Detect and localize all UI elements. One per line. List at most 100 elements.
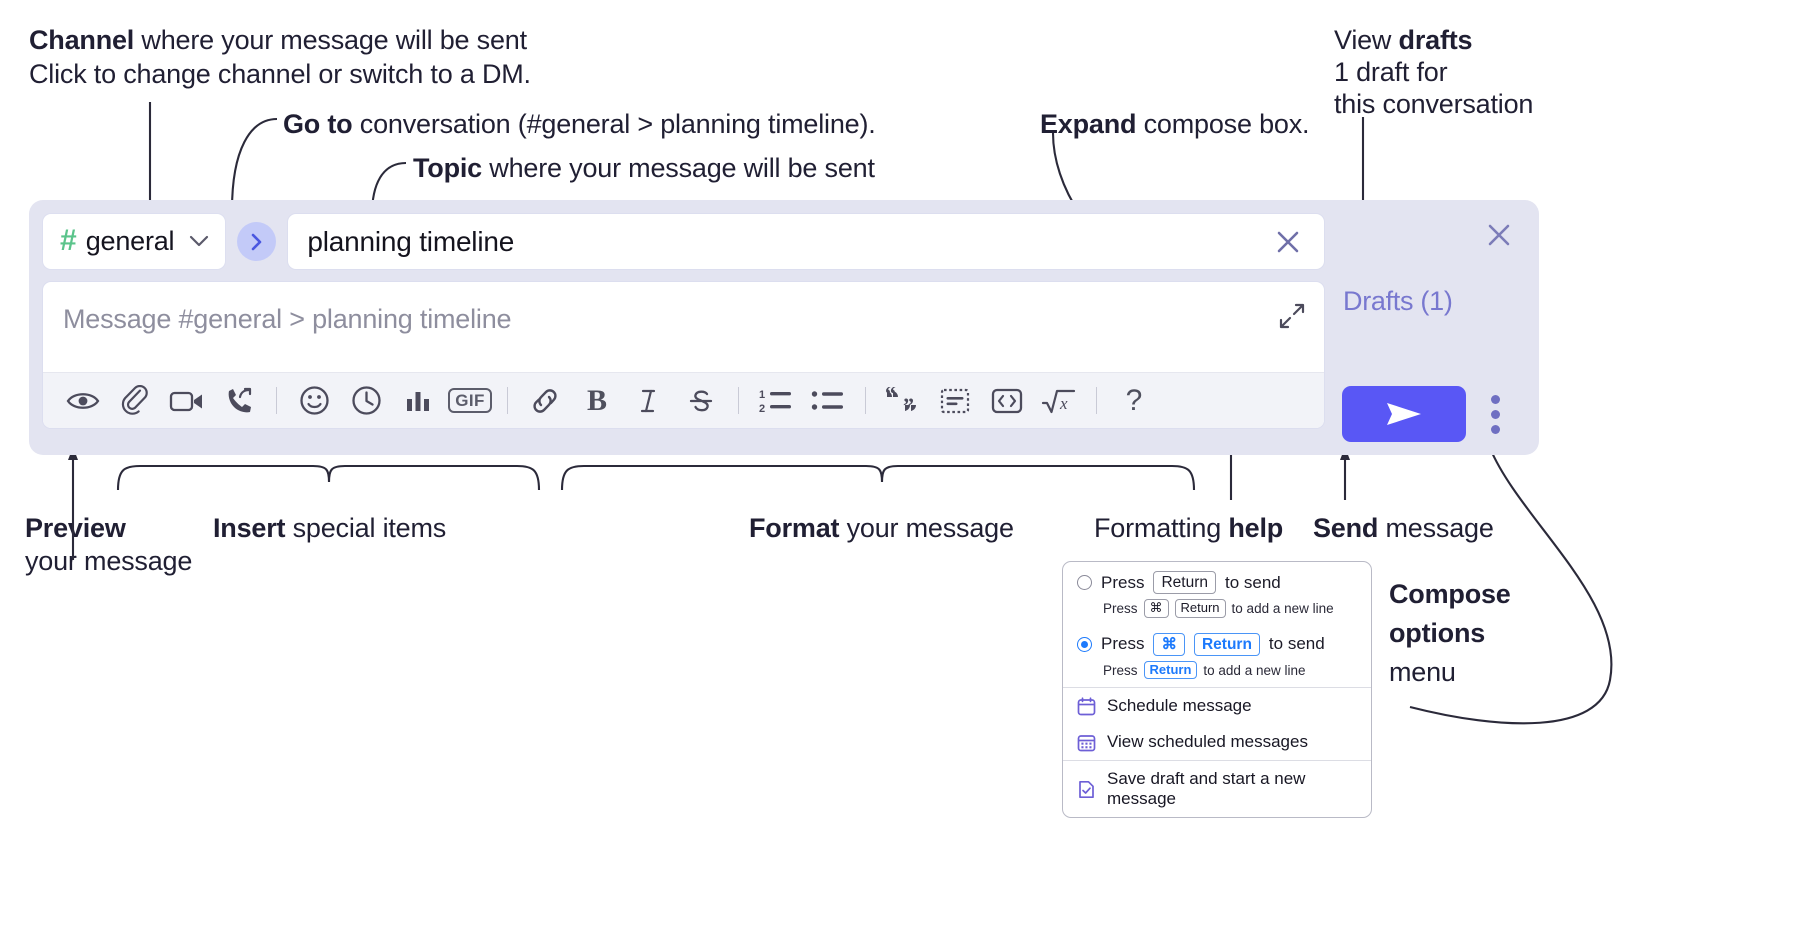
annotation-channel-rest: where your message will be sent [134, 25, 527, 55]
annotation-insert-bold: Insert [213, 513, 286, 543]
chevron-right-icon [251, 233, 262, 250]
send-message-button[interactable] [1342, 386, 1466, 442]
annotation-help-bold: help [1228, 513, 1284, 543]
annotation-drafts: View drafts [1334, 22, 1473, 58]
annotation-drafts-sub1: 1 draft for [1334, 57, 1448, 87]
annotation-topic: Topic where your message will be sent [413, 150, 875, 186]
send-option-return-sub: Press ⌘ Return to add a new line [1103, 599, 1357, 618]
calendar-clock-icon [1077, 697, 1096, 716]
gif-label: GIF [448, 388, 492, 413]
key-command: ⌘ [1143, 599, 1169, 618]
message-input-box[interactable]: Message #general > planning timeline [42, 281, 1325, 429]
svg-text:1: 1 [759, 389, 765, 401]
annotation-goto-bold: Go to [283, 109, 353, 139]
option-sub-tail-label: to add a new line [1231, 601, 1334, 616]
compose-options-button[interactable] [1480, 392, 1510, 436]
send-option-return[interactable]: Press Return to send Press ⌘ Return to a… [1063, 562, 1371, 626]
close-icon [1488, 224, 1510, 246]
bar-chart-icon[interactable] [392, 377, 444, 425]
annotation-drafts-pre: View [1334, 25, 1399, 55]
toolbar-divider [276, 387, 277, 414]
svg-text:“: “ [885, 387, 896, 406]
phone-forward-icon[interactable] [213, 377, 265, 425]
drafts-link[interactable]: Drafts (1) [1343, 286, 1453, 316]
bold-icon[interactable]: B [571, 377, 623, 425]
kebab-dot [1490, 409, 1500, 419]
help-label: ? [1125, 383, 1143, 417]
menu-item-label: Schedule message [1107, 696, 1252, 716]
math-icon[interactable]: x [1033, 377, 1085, 425]
option-tail-label: to send [1225, 572, 1281, 592]
expand-compose-button[interactable] [1272, 296, 1312, 336]
inline-code-icon[interactable] [981, 377, 1033, 425]
send-option-cmd-return-sub: Press Return to add a new line [1103, 661, 1357, 680]
annotation-compose-options-bold2: options [1389, 618, 1486, 648]
menu-item-schedule-message[interactable]: Schedule message [1063, 688, 1371, 724]
radio-button-unselected[interactable] [1077, 575, 1092, 591]
annotation-send: Send message [1313, 510, 1494, 546]
annotation-channel-sub: Click to change channel or switch to a D… [29, 59, 531, 89]
bulleted-list-icon[interactable] [802, 377, 854, 425]
hash-icon: # [60, 223, 77, 257]
italic-icon[interactable] [623, 377, 675, 425]
chevron-down-icon [189, 235, 209, 248]
clear-topic-button[interactable] [1266, 220, 1310, 264]
attachment-paperclip-icon[interactable] [109, 377, 161, 425]
calendar-grid-icon [1077, 733, 1096, 752]
strikethrough-icon[interactable] [675, 377, 727, 425]
kebab-dot [1490, 424, 1500, 434]
preview-eye-icon[interactable] [57, 377, 109, 425]
video-camera-icon[interactable] [161, 377, 213, 425]
clock-icon[interactable] [340, 377, 392, 425]
compose-header-row: # general planning timeline [42, 213, 1325, 270]
toolbar-divider [865, 387, 866, 414]
menu-item-label: Save draft and start a new message [1107, 769, 1306, 809]
option-press-label: Press [1101, 572, 1145, 592]
compose-panel: # general planning timeline M [29, 200, 1539, 455]
menu-divider [1063, 760, 1371, 762]
key-return: Return [1174, 599, 1226, 618]
svg-text:x: x [1059, 394, 1068, 413]
close-compose-button[interactable] [1479, 215, 1519, 255]
annotation-preview-bold: Preview [25, 513, 126, 543]
option-sub-press-label: Press [1103, 662, 1138, 678]
annotation-format-bold: Format [749, 513, 840, 543]
send-option-cmd-return[interactable]: Press ⌘ Return to send Press Return to a… [1063, 626, 1371, 688]
blockquote-icon[interactable]: “” [877, 377, 929, 425]
option-sub-press-label: Press [1103, 601, 1138, 616]
annotation-goto: Go to conversation (#general > planning … [283, 106, 876, 142]
channel-selector[interactable]: # general [42, 213, 227, 270]
annotation-preview-sub: your message [25, 546, 193, 576]
annotation-topic-rest: where your message will be sent [482, 153, 875, 183]
menu-item-save-draft[interactable]: Save draft and start a new message [1063, 761, 1371, 817]
gif-icon[interactable]: GIF [444, 377, 496, 425]
compose-right-column: Drafts (1) [1325, 200, 1539, 455]
key-return: Return [1143, 661, 1198, 680]
emoji-smiley-icon[interactable] [288, 377, 340, 425]
expand-icon [1279, 303, 1305, 329]
toolbar-divider [738, 387, 739, 414]
goto-conversation-button[interactable] [237, 222, 277, 261]
formatting-toolbar: GIF B [43, 372, 1324, 428]
menu-item-view-scheduled-messages[interactable]: View scheduled messages [1063, 724, 1371, 760]
option-press-label: Press [1101, 634, 1145, 654]
option-tail-label: to send [1268, 634, 1325, 654]
link-icon[interactable] [519, 377, 571, 425]
radio-button-selected[interactable] [1077, 636, 1092, 652]
topic-input-value[interactable]: planning timeline [307, 225, 515, 257]
annotation-goto-rest: conversation (#general > planning timeli… [352, 109, 876, 139]
key-command: ⌘ [1153, 632, 1185, 656]
topic-input-wrapper[interactable]: planning timeline [287, 213, 1325, 270]
annotation-compose-options-bold1: Compose [1389, 579, 1511, 609]
formatting-help-icon[interactable]: ? [1108, 377, 1160, 425]
annotation-help-pre: Formatting [1094, 513, 1229, 543]
annotation-drafts-sub2: this conversation [1334, 89, 1534, 119]
annotation-preview: Preview [25, 510, 126, 546]
annotation-insert: Insert special items [213, 510, 446, 546]
code-block-icon[interactable] [929, 377, 981, 425]
send-option-cmd-return-main: Press ⌘ Return to send [1077, 632, 1357, 656]
annotation-topic-bold: Topic [413, 153, 482, 183]
toolbar-divider [1096, 387, 1097, 414]
